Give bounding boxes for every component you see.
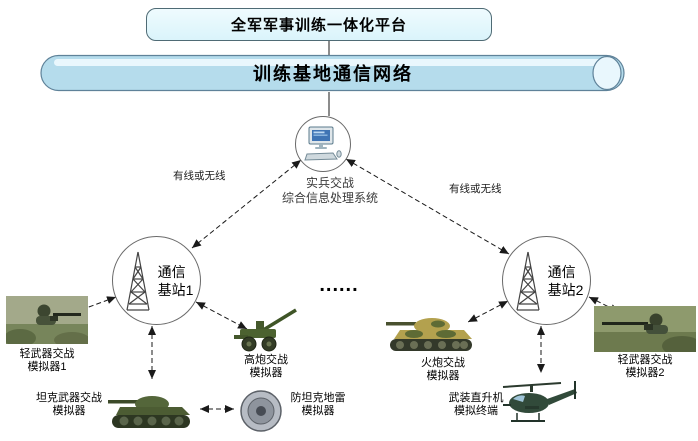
helicopter-terminal-label: 武装直升机 模拟终端 <box>438 392 514 418</box>
base-station-1-label-line1: 通信 <box>157 263 186 280</box>
antenna-tower-icon <box>126 251 150 311</box>
light-weapon-sim-2-label: 轻武器交战 模拟器2 <box>607 354 683 380</box>
artillery-sim-label-line1: 火炮交战 <box>421 357 465 369</box>
light-weapon-sim-1-label-line1: 轻武器交战 <box>19 348 75 360</box>
helicopter-terminal-label-line2: 模拟终端 <box>454 405 498 417</box>
helicopter-terminal-image <box>499 377 583 433</box>
network-title: 训练基地通信网络 <box>253 64 413 84</box>
light-weapon-sim-1-label-line2: 模拟器1 <box>27 361 67 373</box>
soldier-photo-icon <box>6 296 88 344</box>
base-station-1-label-line2: 基站1 <box>157 281 194 298</box>
aa-gun-icon <box>234 308 297 352</box>
base-station-1-node: 通信 基站1 <box>112 236 201 325</box>
light-weapon-sim-2-image <box>594 306 696 352</box>
aa-gun-sim-label: 高炮交战 模拟器 <box>224 354 308 380</box>
processing-system-label-line1: 实兵交战 <box>305 176 354 190</box>
link-processor-bs2 <box>345 158 510 255</box>
platform-title-box: 全军军事训练一体化平台 <box>146 8 492 41</box>
base-station-2-node: 通信 基站2 <box>502 236 591 325</box>
artillery-tank-icon <box>386 318 472 351</box>
light-weapon-sim-2-label-line1: 轻武器交战 <box>617 354 673 366</box>
processing-system-label: 实兵交战 综合信息处理系统 <box>245 176 415 206</box>
artillery-sim-label-line2: 模拟器 <box>426 370 460 382</box>
base-station-2-label: 通信 基站2 <box>548 263 584 299</box>
platform-title: 全军军事训练一体化平台 <box>230 17 407 34</box>
aa-gun-sim-image <box>232 307 300 352</box>
light-weapon-sim-2-label-line2: 模拟器2 <box>625 367 665 379</box>
link-label-right: 有线或无线 <box>449 183 502 195</box>
light-weapon-sim-1-image <box>6 296 88 344</box>
tank-weapon-sim-image <box>106 383 196 431</box>
base-station-2-label-line1: 通信 <box>547 263 576 280</box>
tank-weapon-sim-label-line1: 坦克武器交战 <box>36 392 102 404</box>
tank-weapon-sim-label-line2: 模拟器 <box>52 405 86 417</box>
artillery-sim-image <box>384 306 476 354</box>
soldier-photo-icon <box>594 306 696 352</box>
tank-weapon-sim-label: 坦克武器交战 模拟器 <box>28 392 110 418</box>
light-weapon-sim-1-label: 轻武器交战 模拟器1 <box>3 348 91 374</box>
antenna-tower-icon <box>516 251 540 311</box>
link-label-left: 有线或无线 <box>173 170 226 182</box>
base-station-2-label-line2: 基站2 <box>547 281 584 298</box>
aa-gun-sim-label-line1: 高炮交战 <box>244 354 288 366</box>
helicopter-icon <box>502 381 577 422</box>
network-cylinder: 训练基地通信网络 <box>40 54 626 92</box>
mine-sim-label-line2: 模拟器 <box>301 405 335 417</box>
mine-icon <box>240 390 282 432</box>
base-station-1-label: 通信 基站1 <box>158 263 194 299</box>
mine-sim-image <box>238 387 284 433</box>
mine-sim-label-line1: 防坦克地雷 <box>290 392 346 404</box>
aa-gun-sim-label-line2: 模拟器 <box>249 367 283 379</box>
cylinder-shape <box>40 54 625 92</box>
computer-icon <box>304 126 342 161</box>
more-stations-ellipsis: ...... <box>319 274 359 296</box>
tank-icon <box>108 396 190 428</box>
helicopter-terminal-label-line1: 武装直升机 <box>448 392 504 404</box>
processing-system-label-line2: 综合信息处理系统 <box>281 191 378 205</box>
artillery-sim-label: 火炮交战 模拟器 <box>407 357 479 383</box>
mine-sim-label: 防坦克地雷 模拟器 <box>282 392 354 418</box>
processing-system-node <box>295 116 351 172</box>
